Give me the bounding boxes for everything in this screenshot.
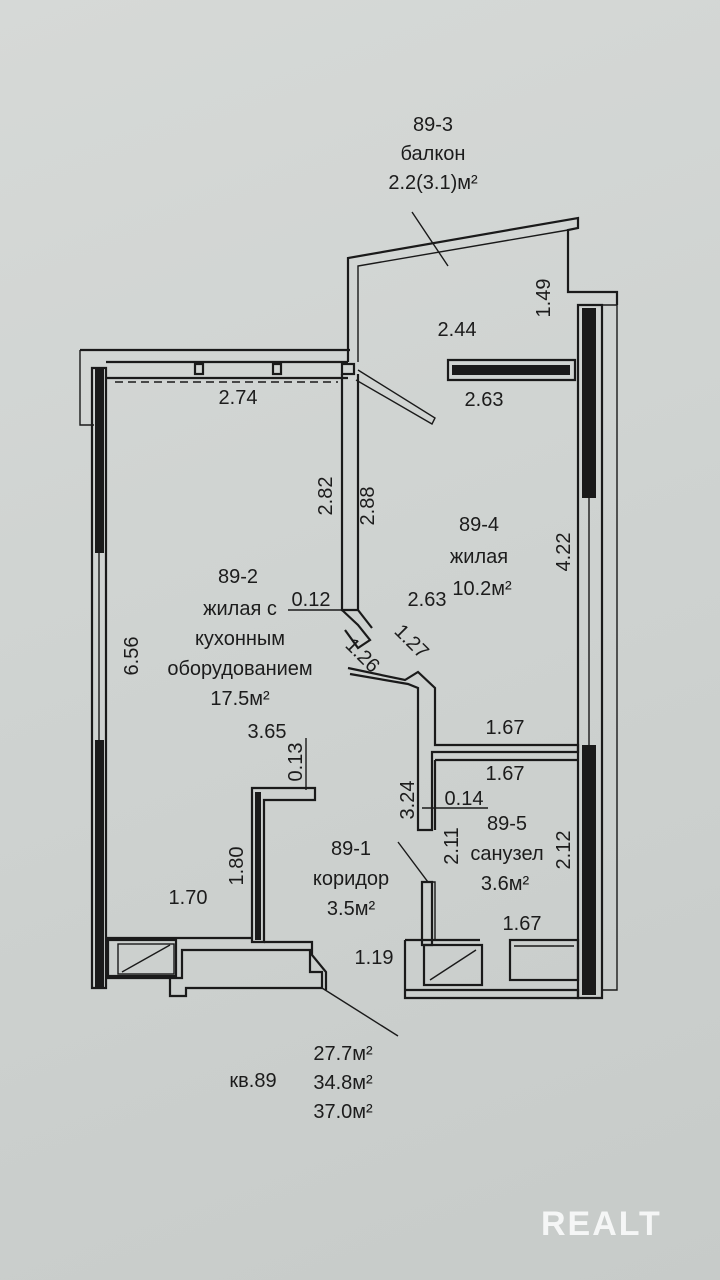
dim-119: 1.19 [355,947,394,969]
dim-422: 4.22 [553,533,575,572]
room4-code: 89-4 [459,514,499,536]
walls [79,216,619,1000]
dim-167-a: 1.67 [486,717,525,739]
dim-365: 3.65 [248,721,287,743]
bottom-wall [106,936,324,998]
dim-263-top: 2.63 [465,389,504,411]
area-leader [321,987,399,1037]
dim-127: 1.27 [390,620,433,663]
room4-partition [347,666,580,832]
dim-126: 1.26 [341,634,384,677]
bathroom-door-swing [397,841,436,940]
corridor-partition-fill [255,792,261,940]
room2-name-2: кухонным [195,628,285,650]
balcony-outline [346,216,619,362]
corridor-name: коридор [313,868,389,890]
room-labels: 89-3 балкон 2.2(3.1)м² 89-4 жилая 10.2м²… [167,114,543,920]
area-total: 34.8м² [313,1072,373,1094]
room2-name-3: оборудованием [167,658,312,680]
dim-211: 2.11 [441,827,463,864]
bottom-wall-entry [264,940,328,990]
shaft-right [422,943,484,987]
dim-167-c: 1.67 [503,913,542,935]
window-mullion-1 [193,362,205,376]
window-mullion-3 [340,362,356,376]
dim-244: 2.44 [438,319,477,341]
left-wall-fill-top [95,368,104,553]
dimension-labels: 1.49 2.44 2.63 2.74 2.82 2.88 4.22 2.63 … [121,279,575,969]
right-wall-fill-bottom [582,745,596,995]
room2-name-1: жилая с [203,598,277,620]
dim-656: 6.56 [121,637,143,676]
bathroom-code: 89-5 [487,813,527,835]
dim-288: 2.88 [357,487,379,526]
room4-area: 10.2м² [452,578,512,600]
balcony-door-wall [340,374,360,612]
room2-area: 17.5м² [210,688,270,710]
shaft-right-cross [429,949,477,981]
bathroom-door-wall [420,880,434,947]
bathroom-name: санузел [470,843,543,865]
dim-263-mid: 2.63 [408,589,447,611]
balcony-door-swing [355,369,436,425]
corridor-code: 89-1 [331,838,371,860]
bath-fixture [508,938,580,982]
balcony-name: балкон [401,143,466,165]
right-wall-corner [602,304,618,991]
dim-170: 1.70 [169,887,208,909]
area-with-balcony: 37.0м² [313,1101,373,1123]
dim-012: 0.12 [292,589,331,611]
balcony-leader [411,211,449,267]
shaft-left-cross [121,944,171,973]
balcony-code: 89-3 [413,114,453,136]
dim-013: 0.13 [285,743,307,782]
apartment-summary: кв.89 27.7м² 34.8м² 37.0м² [229,1043,373,1123]
left-wall-fill-bottom [95,740,104,988]
bathroom-area: 3.6м² [481,873,530,895]
bottom-wall-right [403,938,580,1000]
right-exterior-wall [576,303,604,1000]
balcony-stub-wall [446,358,577,382]
dim-014: 0.14 [445,788,484,810]
dim-212: 2.12 [553,831,575,870]
window-mullion-2 [271,362,283,376]
balcony-stub-fill [452,365,570,375]
right-wall-fill-top [582,308,596,498]
left-wall-corner [79,350,94,426]
area-living: 27.7м² [313,1043,373,1065]
corridor-area: 3.5м² [327,898,376,920]
shaft-left [106,938,178,978]
dim-274: 2.74 [219,387,258,409]
balcony-inner [357,229,569,362]
realt-watermark: REALT [541,1205,662,1243]
apartment-number: кв.89 [229,1070,276,1092]
leader-lines [288,211,488,1037]
dim-282: 2.82 [315,477,337,516]
balcony-area: 2.2(3.1)м² [388,172,478,194]
dim-149: 1.49 [533,279,555,318]
dim-167-b: 1.67 [486,763,525,785]
top-wall [80,348,350,380]
dim-324: 3.24 [397,781,419,820]
diagonal-partition [341,609,373,650]
dim-180: 1.80 [226,847,248,886]
room2-code: 89-2 [218,566,258,588]
bathroom-wall [433,758,578,830]
room4-name: жилая [450,546,508,568]
shaft-left-inner [117,943,175,975]
corridor-partition [250,786,317,944]
